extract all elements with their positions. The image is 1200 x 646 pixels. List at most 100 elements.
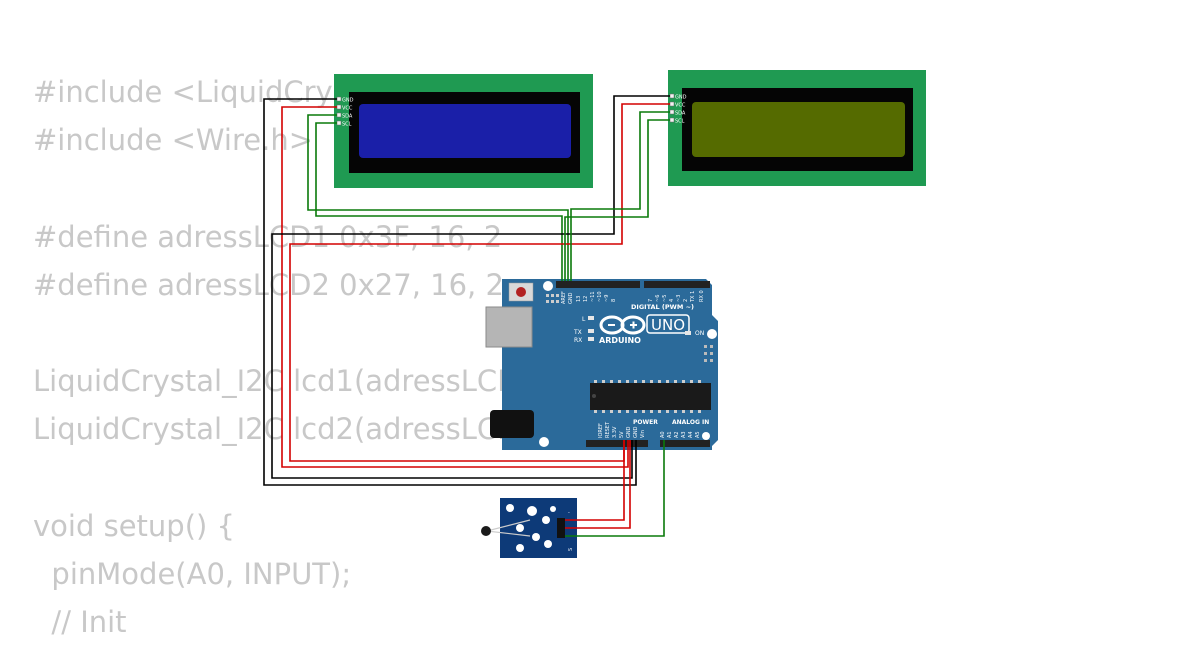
mounting-hole <box>539 437 549 447</box>
code-line: void setup() { <box>33 508 235 543</box>
analog-pin-label: A4 <box>688 431 694 438</box>
digital-pin-label: RX 0 <box>699 290 705 302</box>
digital-pin-label: 8 <box>611 299 617 302</box>
wire-lcd2-scl[interactable] <box>564 119 670 281</box>
uno-badge <box>646 314 690 334</box>
analog-pin-label: A3 <box>681 431 687 438</box>
on-label: ON <box>695 330 704 337</box>
sensor-hole <box>550 506 556 512</box>
lcd2-pin-label: SCL <box>675 119 685 125</box>
wire-sensor-signal[interactable] <box>565 440 665 537</box>
wire-lcd2-sda[interactable] <box>570 111 670 281</box>
wire-lcd2-gnd[interactable] <box>271 95 670 479</box>
power-pin-label: Vin <box>640 430 646 438</box>
sensor-pin-label: S <box>568 548 574 551</box>
l-led-label: L <box>582 316 586 323</box>
analog-header[interactable] <box>660 440 710 447</box>
microcontroller-chip <box>590 383 711 410</box>
lcd1-pin[interactable] <box>336 104 342 110</box>
digital-pin-labels: 13 12 ~11 ~10 ~9 8 7 ~6 ~5 4 ~3 2 TX 1 R… <box>576 290 705 303</box>
lcd2-pin-label: VCC <box>675 103 686 109</box>
lcd1-screen <box>359 104 571 158</box>
lcd2-module[interactable]: GND VCC SDA SCL <box>668 70 926 186</box>
power-header[interactable] <box>586 440 648 447</box>
code-line: #define adressLCD2 0x27, 16, 2 <box>33 267 504 302</box>
on-led <box>685 331 691 335</box>
temperature-sensor-module[interactable]: - S <box>481 498 577 558</box>
digital-pin-label: ~9 <box>604 295 610 302</box>
sensor-pin-label: - <box>568 510 570 516</box>
wire-lcd1-scl[interactable] <box>315 122 563 281</box>
digital-pin-label: ~10 <box>597 291 603 302</box>
digital-pin-label: TX 1 <box>690 291 696 303</box>
thermistor-lead <box>486 519 531 532</box>
lcd2-pin[interactable] <box>669 101 675 107</box>
sensor-hole <box>516 544 524 552</box>
lcd1-pin[interactable] <box>336 96 342 102</box>
thermistor-lead <box>486 530 531 537</box>
analog-header-label: ANALOG IN <box>672 419 709 426</box>
power-pin-label: RESET <box>605 421 611 438</box>
lcd1-pin-label: GND <box>342 98 354 104</box>
digital-header-left[interactable] <box>556 281 640 288</box>
digital-pin-label: ~11 <box>590 291 596 302</box>
sensor-hole <box>532 533 540 541</box>
lcd2-pin[interactable] <box>669 117 675 123</box>
icsp-header-right <box>704 345 713 362</box>
digital-pin-label: ~3 <box>676 295 682 302</box>
lcd2-pin[interactable] <box>669 93 675 99</box>
power-pin-label: 3.3V <box>612 426 618 438</box>
sensor-hole <box>544 540 552 548</box>
code-line: #define adressLCD1 0x3F, 16, 2 <box>33 219 503 254</box>
power-pin-label: IOREF <box>598 423 604 438</box>
arduino-uno-board[interactable]: AREF GND 13 12 ~11 ~10 ~9 8 7 ~6 ~5 4 ~3… <box>485 279 718 450</box>
sensor-hole <box>542 516 550 524</box>
aref-label: AREF <box>561 291 567 304</box>
digital-pin-label: 7 <box>648 299 654 302</box>
thermistor-icon <box>481 526 491 536</box>
power-pin-label: 5V <box>619 431 625 438</box>
wire-sensor-vcc[interactable] <box>565 440 625 521</box>
lcd1-pin[interactable] <box>336 120 342 126</box>
arduino-logo-icon <box>599 315 646 335</box>
lcd1-module[interactable]: GND VCC SDA SCL <box>334 74 593 188</box>
digital-header-label: DIGITAL (PWM ~) <box>631 303 694 311</box>
sensor-pin-header[interactable] <box>557 518 565 538</box>
brand-label: ARDUINO <box>599 336 641 345</box>
chip-notch <box>592 394 596 398</box>
wire-lcd1-gnd[interactable] <box>263 98 637 486</box>
mounting-hole <box>707 329 717 339</box>
lcd2-pin-label: GND <box>675 95 687 101</box>
lcd1-pin-label: SDA <box>342 114 353 120</box>
code-line: pinMode(A0, INPUT); <box>33 556 352 591</box>
reset-button-cap <box>516 287 526 297</box>
digital-pin-label: 12 <box>583 296 589 302</box>
wire-lcd1-vcc[interactable] <box>281 106 629 468</box>
rx-led <box>588 337 594 341</box>
digital-pin-label: 13 <box>576 296 582 302</box>
wire-sensor-gnd[interactable] <box>565 440 631 529</box>
analog-pin-label: A5 <box>695 431 701 438</box>
power-pin-label: GND <box>633 426 639 438</box>
power-pin-label: GND <box>626 426 632 438</box>
usb-port <box>485 306 533 348</box>
lcd2-pin[interactable] <box>669 109 675 115</box>
tx-led-label: TX <box>573 329 582 336</box>
mounting-hole <box>702 432 710 440</box>
wires <box>263 95 670 537</box>
code-line: #include <Wire.h> <box>33 123 314 158</box>
lcd1-pin[interactable] <box>336 112 342 118</box>
tx-led <box>588 329 594 333</box>
lcd1-pin-label: SCL <box>342 122 352 128</box>
lcd1-pin-header: GND VCC SDA SCL <box>336 96 354 128</box>
analog-pin-label: A0 <box>660 431 666 438</box>
digital-header-right[interactable] <box>644 281 710 288</box>
chip-pins <box>594 380 701 413</box>
digital-pin-label: 2 <box>683 299 689 302</box>
gnd-label-top: GND <box>568 292 574 304</box>
analog-pin-labels: A0 A1 A2 A3 A4 A5 <box>660 431 701 438</box>
l-led <box>588 316 594 320</box>
rx-led-label: RX <box>574 337 582 344</box>
analog-pin-label: A1 <box>667 431 673 438</box>
digital-pin-label: ~5 <box>662 295 668 302</box>
